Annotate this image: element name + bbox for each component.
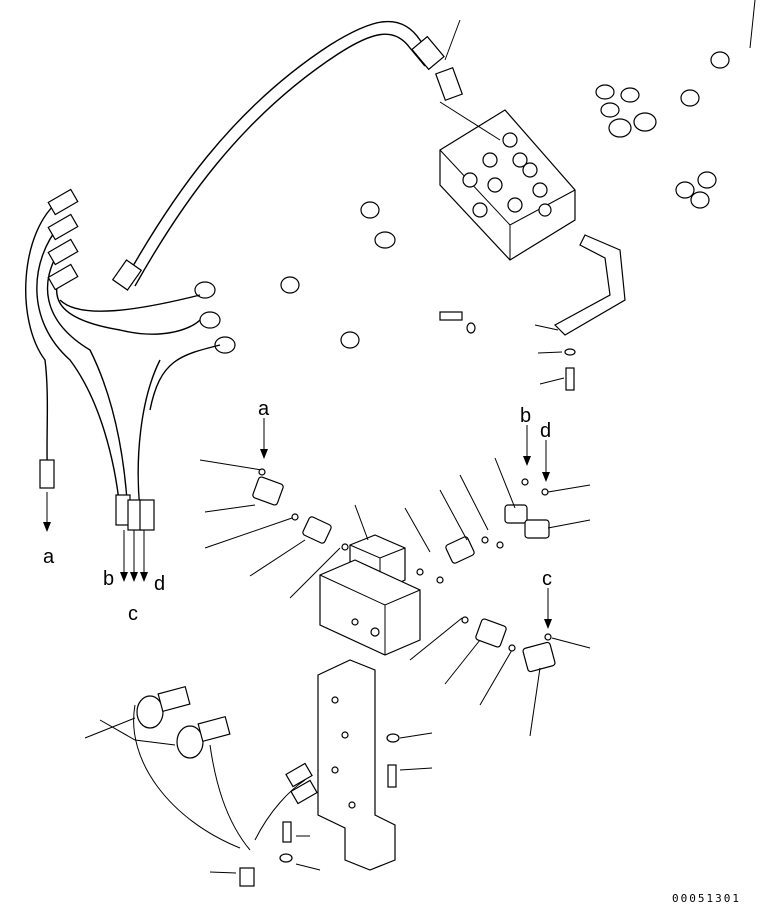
long-hose	[111, 20, 445, 291]
fitting-group-5	[675, 171, 717, 209]
fitting-group-3	[680, 51, 730, 107]
drawing-code: 00051301	[672, 892, 741, 905]
bolts-washers	[279, 311, 576, 863]
upper-bracket	[554, 234, 626, 336]
left-hose-bundle	[25, 188, 221, 531]
wire-harness	[133, 704, 318, 887]
label-c-right: c	[542, 568, 552, 590]
fitting-group-8	[340, 331, 360, 349]
fitting-group-7	[194, 276, 300, 354]
label-a-top: a	[258, 398, 270, 420]
lower-valve-block	[319, 559, 421, 656]
label-d-right: d	[540, 420, 551, 442]
hose-end-arrows	[43, 492, 148, 582]
manifold-ports	[462, 132, 552, 218]
label-b-bottom: b	[103, 568, 114, 590]
lower-fittings	[252, 476, 556, 673]
reference-markers	[258, 468, 552, 652]
connection-arrows	[260, 418, 552, 629]
label-d-bottom: d	[154, 573, 165, 595]
label-b-right: b	[520, 405, 531, 427]
leader-lines	[84, 0, 756, 874]
fitting-group-2	[595, 84, 640, 118]
fitting-group-6	[360, 201, 396, 249]
pressure-sensors	[136, 685, 231, 759]
upper-manifold-block	[439, 109, 576, 261]
label-a-bottom: a	[43, 546, 55, 568]
label-c-bottom: c	[128, 603, 138, 625]
fitting-group-4	[608, 112, 657, 138]
fitting-group-1	[434, 66, 464, 102]
lower-bracket	[317, 659, 396, 871]
upper-fittings	[194, 51, 730, 354]
